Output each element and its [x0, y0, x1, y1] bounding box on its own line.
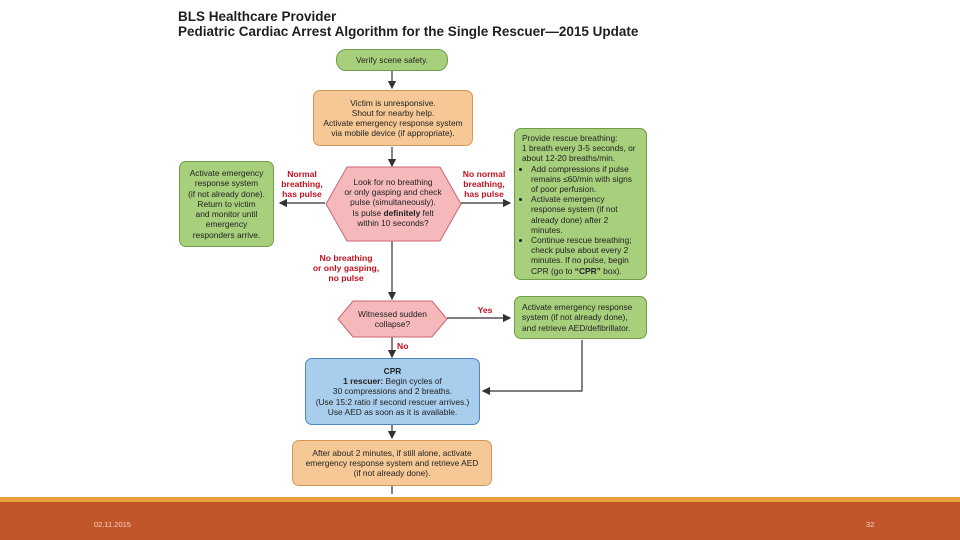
check-line: pulse (simultaneously).: [350, 197, 436, 208]
label-yes: Yes: [477, 305, 493, 315]
check-q-pre: Is pulse: [352, 207, 384, 218]
rescue-intro: 1 breath every 3-5 seconds, or: [522, 143, 636, 154]
footer-page-number: 32: [866, 520, 875, 529]
activate-aed-box: Activate emergency response system (if n…: [514, 296, 647, 339]
check-q-post: felt: [420, 207, 434, 218]
left-line: (if not already done).: [188, 188, 265, 199]
victim-unresponsive-box: Victim is unresponsive. Shout for nearby…: [313, 90, 473, 146]
rescue-bullet: Activate emergency response system (if n…: [531, 194, 639, 235]
bullet3-bold: “CPR”: [574, 265, 601, 276]
check-question: Is pulse definitely felt: [335, 208, 451, 218]
footer-stripe: [0, 497, 960, 502]
rescue-bullets: Add compressions if pulse remains ≤60/mi…: [522, 164, 639, 276]
bullet3-pre: Continue rescue breathing; check pulse a…: [531, 235, 632, 276]
check-line: within 10 seconds?: [357, 217, 429, 228]
verify-scene-text: Verify scene safety.: [356, 54, 428, 65]
witnessed-collapse-text: Witnessed sudden collapse?: [345, 309, 440, 329]
after-line: (if not already done).: [353, 468, 431, 479]
left-line: Return to victim: [197, 198, 256, 209]
label-line: breathing,: [463, 179, 505, 189]
cpr-rescuer-bold: 1 rescuer:: [343, 376, 384, 387]
label-line: No normal: [462, 169, 506, 179]
left-line: and monitor until: [195, 209, 258, 220]
cpr-line: Use AED as soon as it is available.: [327, 406, 458, 417]
check-pulse-hexagon: [325, 166, 462, 242]
cpr-title: CPR: [383, 365, 402, 376]
bullet3-post: box).: [600, 265, 622, 276]
left-line: emergency: [205, 219, 248, 230]
victim-line: Victim is unresponsive.: [350, 97, 436, 108]
victim-line: via mobile device (if appropriate).: [331, 128, 455, 139]
label-no-normal-breathing: No normal breathing, has pulse: [458, 169, 510, 199]
label-line: No breathing: [319, 253, 373, 263]
victim-line: Activate emergency response system: [323, 118, 463, 128]
witnessed-collapse-hexagon: [337, 300, 448, 338]
cpr-line1: 1 rescuer: Begin cycles of: [310, 376, 475, 386]
label-line: Normal: [287, 169, 317, 179]
monitor-victim-box: Activate emergency response system (if n…: [179, 161, 274, 247]
footer-date: 02.11.2015: [94, 520, 131, 529]
footer-band: [0, 502, 960, 540]
after-line: emergency response system and retrieve A…: [305, 457, 479, 468]
label-normal-breathing: Normal breathing, has pulse: [276, 169, 328, 199]
cpr-line: 30 compressions and 2 breaths.: [332, 386, 453, 397]
cpr-line: (Use 15:2 ratio if second rescuer arrive…: [315, 396, 470, 407]
witnessed-line: Witnessed sudden: [358, 309, 427, 319]
page-title: BLS Healthcare Provider: [178, 9, 337, 24]
label-line: has pulse: [464, 189, 504, 199]
witnessed-line: collapse?: [374, 319, 411, 330]
victim-line: Shout for nearby help.: [351, 107, 435, 118]
check-line: Look for no breathing: [353, 177, 433, 187]
rescue-intro: about 12-20 breaths/min.: [522, 153, 616, 164]
left-line: responders arrive.: [192, 229, 261, 240]
page-subtitle: Pediatric Cardiac Arrest Algorithm for t…: [178, 24, 639, 39]
verify-scene-box: Verify scene safety.: [336, 49, 448, 71]
after-two-minutes-box: After about 2 minutes, if still alone, a…: [292, 440, 492, 486]
label-no: No: [397, 341, 409, 351]
check-q-bold: definitely: [383, 207, 421, 218]
rescue-breathing-box: Provide rescue breathing: 1 breath every…: [514, 128, 647, 280]
aed-line: Activate emergency response: [522, 302, 633, 313]
check-pulse-text: Look for no breathing or only gasping an…: [335, 177, 451, 228]
rescue-bullet: Add compressions if pulse remains ≤60/mi…: [531, 164, 639, 195]
label-line: or only gasping,: [312, 263, 380, 273]
cpr-box: CPR 1 rescuer: Begin cycles of 30 compre…: [305, 358, 480, 425]
rescue-bullet: Continue rescue breathing; check pulse a…: [531, 235, 639, 276]
label-line: breathing,: [281, 179, 323, 189]
check-line: or only gasping and check: [344, 187, 442, 198]
left-line: Activate emergency: [189, 168, 264, 179]
label-line: no pulse: [328, 273, 364, 283]
aed-line: system (if not already done),: [522, 312, 628, 323]
cpr-rescuer-rest: Begin cycles of: [383, 376, 442, 387]
label-no-breathing: No breathing or only gasping, no pulse: [305, 253, 387, 283]
label-line: has pulse: [282, 189, 322, 199]
aed-line: and retrieve AED/defibrillator.: [522, 322, 631, 333]
rescue-intro: Provide rescue breathing:: [522, 133, 618, 143]
after-line: After about 2 minutes, if still alone, a…: [312, 447, 472, 458]
left-line: response system: [194, 178, 259, 189]
